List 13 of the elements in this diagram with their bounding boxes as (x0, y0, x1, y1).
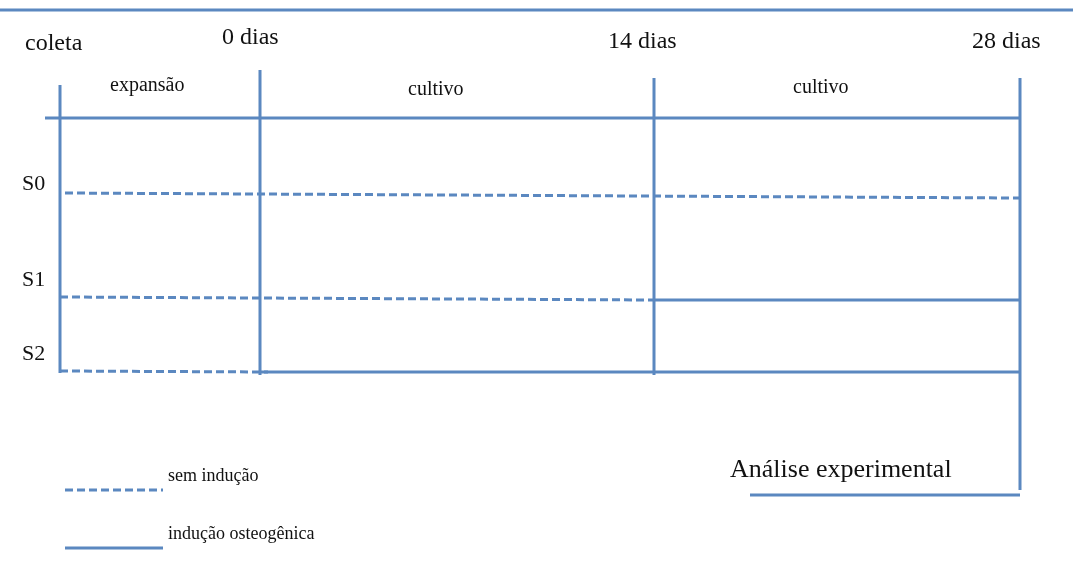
day-label: 0 dias (222, 24, 279, 48)
phase-label: cultivo (793, 76, 849, 96)
day-label: 28 dias (972, 28, 1041, 52)
group-label: S2 (22, 342, 46, 364)
analysis-label: Análise experimental (730, 456, 952, 482)
group-label: S1 (22, 268, 46, 290)
phase-label: expansão (110, 74, 185, 94)
phase-label: cultivo (408, 78, 464, 98)
day-label: 14 dias (608, 28, 677, 52)
group-label: S0 (22, 172, 46, 194)
stage-label: coleta (25, 30, 83, 54)
legend-label: sem indução (168, 466, 259, 484)
legend-label: indução osteogênica (168, 524, 315, 542)
